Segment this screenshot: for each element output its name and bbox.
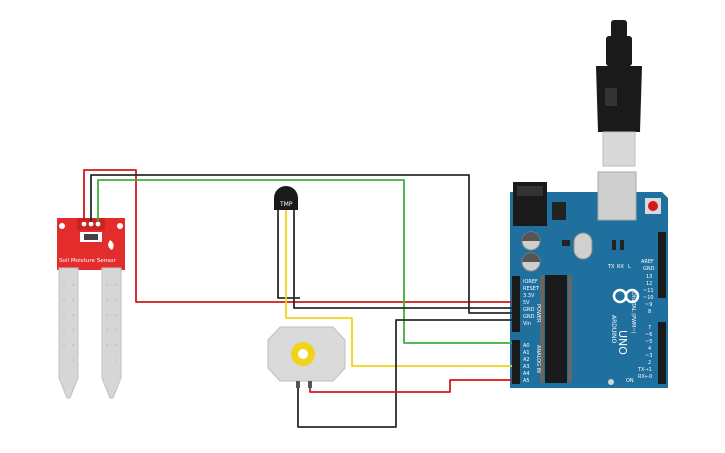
usb-cable[interactable] xyxy=(596,20,642,167)
led-label-rx: RX xyxy=(617,264,624,270)
soil-moisture-sensor[interactable]: Soil Moisture Sensor xyxy=(57,218,125,399)
motor-terminal-2 xyxy=(308,381,312,388)
atmega-chip xyxy=(545,275,567,383)
wires xyxy=(83,169,512,428)
motor-terminal-1 xyxy=(296,381,300,388)
small-ic xyxy=(562,240,570,246)
pin-a1: A1 xyxy=(523,350,530,356)
pin-5v: 5V xyxy=(523,300,530,306)
chip-socket-right xyxy=(568,275,572,383)
pin-gnd-d: GND xyxy=(643,266,655,272)
voltage-regulator xyxy=(552,202,566,220)
wire-black-motor[interactable] xyxy=(297,319,512,428)
sensor-board xyxy=(57,218,125,270)
pin-2: 2 xyxy=(648,360,651,366)
mount-hole-right xyxy=(117,223,123,229)
power-header xyxy=(512,276,520,332)
probe-left xyxy=(58,267,79,399)
pin-gnd-2: GND xyxy=(523,314,535,320)
pin-12: 12 xyxy=(646,281,652,287)
pin-7: 7 xyxy=(648,325,651,331)
tmp-label: TMP xyxy=(279,201,293,208)
wire-tmp-vcc[interactable] xyxy=(277,210,300,299)
temperature-sensor[interactable]: TMP xyxy=(274,186,298,210)
tmp-body xyxy=(274,186,298,210)
led-rx xyxy=(620,240,624,250)
motor-shaft xyxy=(298,349,308,359)
mount-hole-left xyxy=(59,223,65,229)
chip-socket-left xyxy=(540,275,544,383)
wire-red-motor[interactable] xyxy=(309,379,512,393)
usb-plug-body xyxy=(596,66,642,132)
pin-a5: A5 xyxy=(523,378,530,384)
pin-gnd-1: GND xyxy=(523,307,535,313)
wire-yellow-tmp[interactable] xyxy=(285,210,512,367)
sensor-pin-vcc xyxy=(81,221,87,227)
probe-right xyxy=(101,267,122,399)
capacitor-1-top xyxy=(522,232,540,241)
wire-green-signal[interactable] xyxy=(97,179,512,344)
pin-a3: A3 xyxy=(523,364,530,370)
power-jack-top xyxy=(517,186,543,196)
pin-9: ~9 xyxy=(645,302,652,308)
wire-red-vcc[interactable] xyxy=(83,169,512,303)
water-drop-icon xyxy=(108,240,114,250)
usb-cable-strain xyxy=(606,36,632,66)
led-label-tx: TX xyxy=(607,264,615,270)
pin-10: ~10 xyxy=(643,295,654,301)
pin-4: 4 xyxy=(648,346,651,352)
arduino-brand: ARDUINO xyxy=(610,315,617,344)
usb-b-socket xyxy=(597,171,637,221)
mount-hole-bottom xyxy=(608,379,614,385)
capacitor-2-top xyxy=(522,253,540,262)
usb-cable-end xyxy=(611,20,627,40)
pin-aref: AREF xyxy=(641,259,654,265)
dc-motor[interactable] xyxy=(267,326,346,388)
analog-header xyxy=(512,340,520,384)
led-label-l: L xyxy=(628,264,631,270)
header-power-label: POWER xyxy=(535,304,541,323)
sensor-chip-core xyxy=(84,234,98,240)
usb-symbol-icon xyxy=(605,88,617,106)
pin-a2: A2 xyxy=(523,357,530,363)
wire-black-gnd-rail[interactable] xyxy=(90,174,512,314)
pin-6: ~6 xyxy=(645,332,652,338)
on-label: ON xyxy=(626,378,634,384)
pin-5: ~5 xyxy=(645,339,652,345)
pin-a0: A0 xyxy=(523,343,530,349)
pin-reset: RESET xyxy=(523,286,540,292)
digital-header-top xyxy=(658,232,666,298)
probe-dots xyxy=(63,284,117,361)
arduino-logo-icon xyxy=(612,288,640,304)
header-digital-label: DIGITAL (PWM~) xyxy=(630,292,636,334)
led-tx xyxy=(612,240,616,250)
header-analog-label: ANALOG IN xyxy=(535,345,541,373)
arduino-model: UNO xyxy=(616,330,629,355)
digital-header-bottom xyxy=(658,322,666,384)
pin-tx1: TX→1 xyxy=(637,367,652,373)
pin-3v3: 3.3V xyxy=(523,293,535,299)
pin-8: 8 xyxy=(648,309,651,315)
sensor-pin-sig xyxy=(95,221,101,227)
pin-13: 13 xyxy=(646,274,652,280)
reset-button-cap xyxy=(648,201,658,211)
pin-3: ~3 xyxy=(645,353,652,359)
pin-a4: A4 xyxy=(523,371,530,377)
sensor-pin-gnd xyxy=(88,221,94,227)
pin-11: ~11 xyxy=(643,288,654,294)
arduino-uno-board[interactable]: TX RX L ARDUINO UNO ON IOREF RESET 3.3V … xyxy=(510,171,668,388)
wire-tmp-gnd[interactable] xyxy=(293,210,512,309)
crystal-oscillator xyxy=(573,232,593,260)
pin-rx0: RX←0 xyxy=(638,374,652,380)
usb-plug-metal xyxy=(602,131,636,167)
pin-ioref: IOREF xyxy=(523,279,538,285)
sensor-label: Soil Moisture Sensor xyxy=(59,258,117,264)
pin-vin: Vin xyxy=(523,321,531,327)
